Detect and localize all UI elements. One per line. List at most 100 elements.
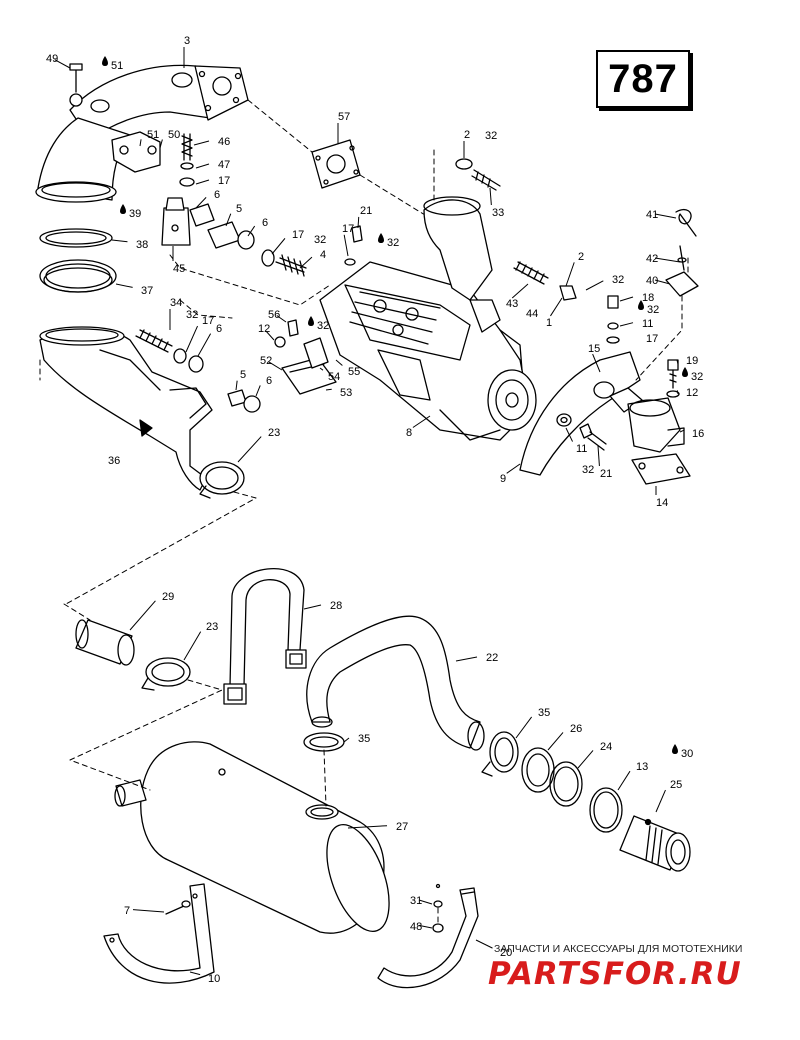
seal-13: [589, 787, 623, 833]
spring-43: [513, 261, 577, 301]
leader-line-16-55: [679, 429, 684, 433]
leader-line-11-56: [565, 427, 573, 442]
leader-line-51-3: [139, 139, 142, 147]
strap-20: [377, 887, 479, 989]
callout-32-24: 32: [387, 237, 399, 249]
tuned-pipe-36: [39, 326, 213, 491]
bracket-52-53: [274, 319, 337, 395]
threadlocker-drop-icon: [682, 367, 688, 377]
callout-26-69: 26: [570, 723, 582, 735]
washer-stack-18: [606, 295, 620, 344]
leader-line-35-67: [515, 716, 533, 739]
threadlocker-drop-icon: [102, 56, 108, 66]
callout-39-14: 39: [129, 208, 141, 220]
callout-34-37: 34: [170, 297, 182, 309]
leader-line-1-32: [550, 297, 563, 317]
leader-line-26-69: [547, 732, 564, 751]
leader-line-37-16: [115, 283, 133, 288]
threadlocker-drop-icon: [638, 300, 644, 310]
leader-line-6-10: [247, 225, 256, 237]
leader-line-17-7: [195, 179, 210, 185]
leader-line-32-29: [585, 280, 604, 291]
leader-line-42-26: [654, 257, 681, 263]
exhaust-elbow: [35, 117, 131, 203]
leader-line-24-70: [577, 750, 594, 769]
callout-56-41: 56: [268, 309, 280, 321]
callout-21-58: 21: [600, 468, 612, 480]
leader-line-53-47: [325, 388, 332, 391]
callout-41-25: 41: [646, 209, 658, 221]
callout-53-47: 53: [340, 387, 352, 399]
gasket-24: [549, 761, 583, 807]
alignment-lines-top: [169, 99, 435, 306]
callout-6-8: 6: [214, 189, 220, 201]
callout-25-73: 25: [670, 779, 682, 791]
callout-29-64: 29: [162, 591, 174, 603]
callout-8-54: 8: [406, 427, 412, 439]
leader-line-46-5: [193, 140, 210, 146]
leader-line-20-78: [475, 939, 493, 949]
leader-line-29-64: [129, 600, 156, 631]
leader-line-50-4: [159, 139, 163, 149]
threadlocker-drop-icon: [672, 744, 678, 754]
alignment-lines-right: [635, 257, 689, 381]
leader-line-48-77: [418, 924, 433, 929]
callout-51-3: 51: [147, 129, 159, 141]
sleeve-5-6-upper: [189, 203, 307, 277]
page-number-box: 787: [596, 50, 690, 108]
bolt-7: [165, 900, 191, 915]
alignment-lines-left: [39, 299, 257, 605]
callout-32-57: 32: [582, 464, 594, 476]
mount-plate-14: [631, 453, 691, 485]
callout-36-60: 36: [108, 455, 120, 467]
leader-line-40-27: [654, 279, 671, 285]
leader-line-6-8: [195, 197, 207, 209]
strap-28: [223, 568, 307, 705]
leader-line-41-25: [654, 213, 677, 219]
threadlocker-drop-icon: [120, 204, 126, 214]
leader-line-17-23: [343, 234, 349, 257]
leader-line-17-11: [271, 238, 286, 255]
flange-57: [311, 139, 361, 189]
leader-line-4-13: [299, 256, 313, 269]
callout-17-36: 17: [646, 333, 658, 345]
callout-37-16: 37: [141, 285, 153, 297]
callout-17-39: 17: [202, 315, 214, 327]
callout-43-30: 43: [506, 298, 518, 310]
callout-9-61: 9: [500, 473, 506, 485]
callout-12-51: 12: [686, 387, 698, 399]
washer-11-bolt-21: [556, 413, 607, 451]
callout-32-12: 32: [314, 234, 326, 246]
callout-11-56: 11: [576, 443, 587, 455]
callout-2-28: 2: [578, 251, 584, 263]
threadlocker-drop-icon: [378, 233, 384, 243]
page-number: 787: [608, 56, 678, 101]
leader-line-6-53: [255, 385, 261, 397]
callout-30-71: 30: [681, 748, 693, 760]
leader-line-10-79: [189, 971, 201, 976]
clamp-35-right: [481, 731, 519, 777]
callout-5-52: 5: [240, 369, 246, 381]
leader-line-11-35: [619, 322, 634, 327]
leader-line-49-1: [54, 59, 71, 69]
callout-15-48: 15: [588, 343, 600, 355]
leader-line-23-59: [237, 436, 262, 463]
callout-32-29: 32: [612, 274, 624, 286]
leader-line-5-9: [225, 213, 232, 227]
mount-40: [665, 271, 699, 297]
callout-35-67: 35: [538, 707, 550, 719]
threadlocker-drop-icon: [308, 316, 314, 326]
leader-line-9-61: [506, 463, 521, 474]
sleeve-5-6-lower: [227, 389, 261, 413]
callout-33-21: 33: [492, 207, 504, 219]
callout-18-33: 18: [642, 292, 654, 304]
sleeve-29: [75, 619, 135, 666]
callout-17-23: 17: [342, 223, 354, 235]
callout-17-7: 17: [218, 175, 230, 187]
callout-51-2: 51: [111, 60, 123, 72]
callout-5-9: 5: [236, 203, 242, 215]
leader-line-52-44: [268, 361, 283, 371]
callout-4-13: 4: [320, 249, 326, 261]
